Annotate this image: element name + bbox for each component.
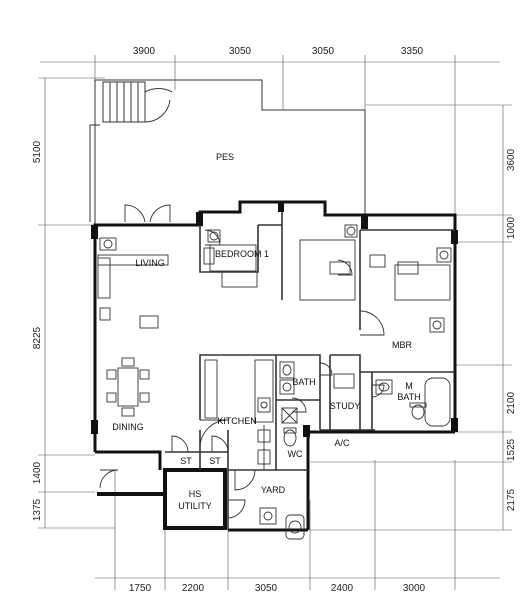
furniture [97, 224, 452, 540]
label-pes: PES [216, 152, 234, 162]
label-mbath: BATH [397, 392, 420, 402]
label-dining: DINING [112, 422, 144, 432]
label-yard: YARD [261, 485, 286, 495]
label-master: MBR [392, 340, 413, 350]
dimension-labels-top: 3900 3050 3050 3350 [133, 46, 424, 57]
dim-top-1: 3900 [133, 46, 156, 57]
label-wc: WC [288, 449, 303, 459]
dimension-lines [38, 55, 512, 590]
dim-right-3: 2100 [506, 391, 517, 414]
structural-columns [91, 202, 458, 437]
dim-bottom-4: 2400 [331, 583, 354, 594]
dimension-labels-right: 3600 1000 2100 1525 2175 [506, 148, 517, 511]
dim-right-1: 3600 [506, 148, 517, 171]
dim-bottom-5: 3000 [403, 583, 426, 594]
label-utility: UTILITY [178, 501, 212, 511]
dim-bottom-3: 3050 [255, 583, 278, 594]
dimension-labels-bottom: 1750 2200 3050 2400 3000 [129, 583, 426, 594]
external-walls [93, 200, 457, 532]
dim-bottom-1: 1750 [129, 583, 152, 594]
label-mbath-m: M [405, 381, 413, 391]
pes-outline [89, 79, 366, 225]
label-ac: A/C [334, 438, 350, 448]
dim-top-4: 3350 [401, 46, 424, 57]
dim-bottom-2: 2200 [182, 583, 205, 594]
label-st1: ST [180, 456, 192, 466]
internal-walls [165, 212, 455, 530]
label-living: LIVING [135, 258, 165, 268]
label-study: STUDY [330, 401, 361, 411]
room-labels: PES LIVING BEDROOM 1 MBR DINING KITCHEN … [112, 152, 420, 511]
dimension-labels-left: 5100 8225 1400 1375 [32, 140, 43, 521]
dim-left-3: 1400 [32, 461, 43, 484]
dim-top-3: 3050 [312, 46, 335, 57]
staircase [102, 81, 173, 123]
doors [99, 204, 385, 519]
dim-right-4: 1525 [506, 438, 517, 461]
label-st2: ST [209, 456, 221, 466]
dim-right-5: 2175 [506, 488, 517, 511]
label-kitchen: KITCHEN [217, 416, 257, 426]
label-hs: HS [189, 489, 202, 499]
label-bedroom1: BEDROOM 1 [215, 249, 269, 259]
label-bath: BATH [292, 377, 315, 387]
dim-top-2: 3050 [229, 46, 252, 57]
dim-left-4: 1375 [32, 498, 43, 521]
dim-left-2: 8225 [32, 326, 43, 349]
dim-left-1: 5100 [32, 140, 43, 163]
dim-right-2: 1000 [506, 216, 517, 239]
